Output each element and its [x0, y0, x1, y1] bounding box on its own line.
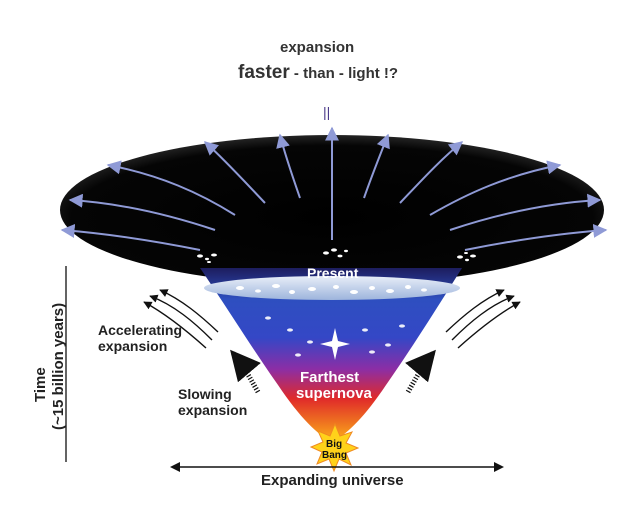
accelerating-arrows-left [143, 289, 219, 349]
accelerating-label-1: Accelerating [98, 322, 183, 338]
funnel-galaxies [265, 316, 405, 357]
title-line-1: expansion [280, 39, 355, 56]
expanding-universe-label: Expanding universe [261, 472, 404, 489]
slowing-arrows-left [230, 349, 261, 394]
title-rest: - than - light !? [289, 65, 399, 82]
slowing-label-1: Slowing [178, 386, 232, 402]
title-line-2: faster - than - light !? [238, 62, 398, 84]
expansion-arrows [60, 126, 608, 251]
accelerating-arrows-right [445, 289, 521, 349]
title-pipe-mark: || [323, 104, 331, 120]
farthest-supernova-label-1: Farthest [300, 369, 360, 386]
slowing-label-2: expansion [178, 402, 248, 418]
title-faster: faster [238, 62, 290, 83]
time-axis-label: Time (~15 billion years) [22, 290, 70, 460]
big-bang-burst [309, 422, 360, 473]
time-label-1: Time [32, 367, 49, 402]
big-bang-label-2: Bang [322, 450, 347, 461]
supernova-star [320, 328, 350, 360]
slowing-arrows-right [405, 349, 436, 394]
farthest-supernova-label-2: supernova [296, 385, 372, 402]
history-funnel [200, 268, 462, 442]
time-label-2: (~15 billion years) [50, 302, 67, 430]
present-galaxies [236, 284, 427, 294]
expanding-universe-arrow [170, 462, 504, 472]
present-label: Present [307, 265, 359, 281]
accelerating-label-2: expansion [98, 338, 168, 354]
disk-galaxies [197, 248, 476, 263]
big-bang-label-1: Big [326, 439, 343, 450]
present-slice [204, 276, 460, 300]
